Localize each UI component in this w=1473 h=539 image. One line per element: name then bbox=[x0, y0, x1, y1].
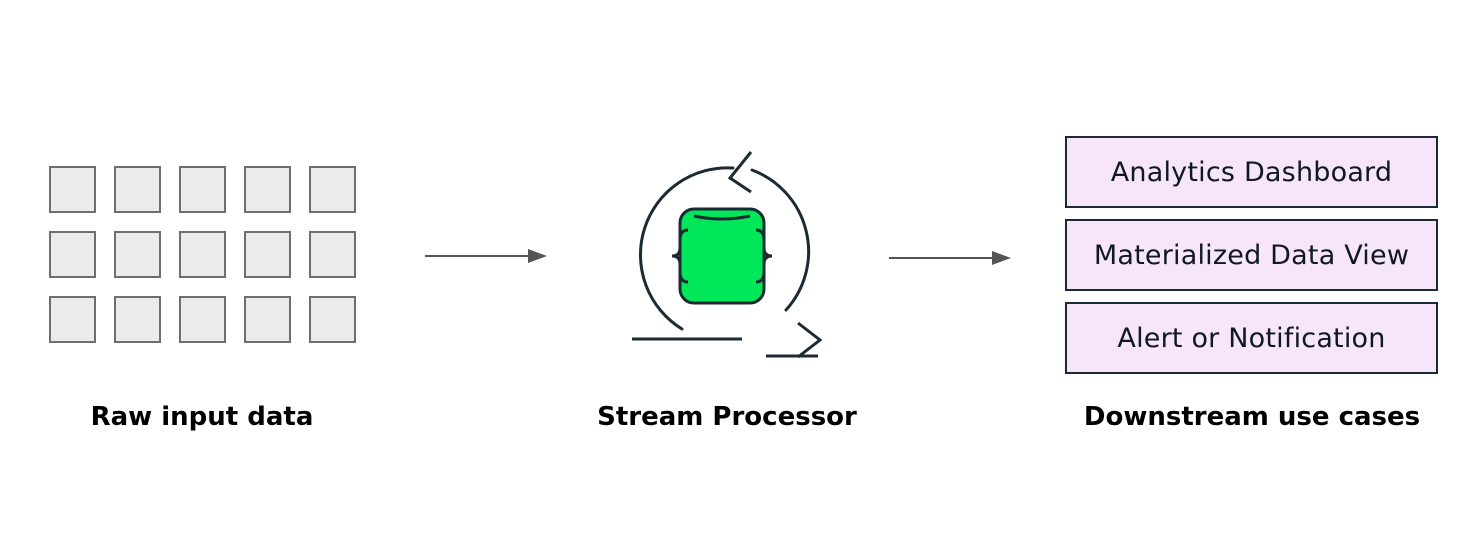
data-record-cell bbox=[49, 166, 96, 213]
use-case-materialized-data-view: Materialized Data View bbox=[1065, 219, 1438, 291]
use-case-analytics-dashboard: Analytics Dashboard bbox=[1065, 136, 1438, 208]
use-case-alert-notification: Alert or Notification bbox=[1065, 302, 1438, 374]
data-record-cell bbox=[114, 166, 161, 213]
stream-processor-icon bbox=[632, 151, 823, 359]
data-record-cell bbox=[179, 296, 226, 343]
data-record-cell bbox=[49, 231, 96, 278]
stream-processor-caption: Stream Processor bbox=[597, 402, 857, 432]
data-record-cell bbox=[114, 231, 161, 278]
data-record-cell bbox=[309, 296, 356, 343]
data-record-cell bbox=[309, 166, 356, 213]
flow-arrow-right-icon bbox=[889, 251, 1011, 265]
data-record-cell bbox=[179, 231, 226, 278]
raw-input-caption: Raw input data bbox=[90, 402, 314, 432]
downstream-caption: Downstream use cases bbox=[1083, 402, 1421, 432]
data-record-cell bbox=[309, 231, 356, 278]
data-record-cell bbox=[179, 166, 226, 213]
data-record-cell bbox=[49, 296, 96, 343]
raw-input-data-grid bbox=[49, 166, 356, 343]
data-record-cell bbox=[244, 231, 291, 278]
data-record-cell bbox=[114, 296, 161, 343]
downstream-use-case-list: Analytics Dashboard Materialized Data Vi… bbox=[1065, 136, 1438, 385]
data-record-cell bbox=[244, 296, 291, 343]
data-record-cell bbox=[244, 166, 291, 213]
flow-arrow-right-icon bbox=[425, 249, 547, 263]
